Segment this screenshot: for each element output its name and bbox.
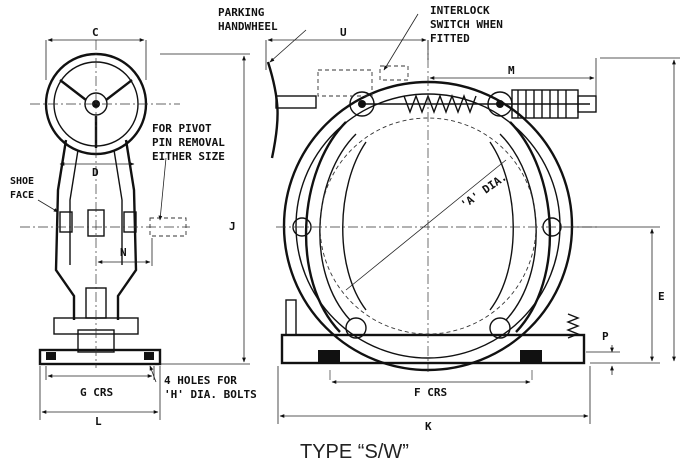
pivot-line3: EITHER SIZE xyxy=(152,150,225,163)
dimension-labels: C U M D J N E P L K G CRS F CRS 'A' DIA.… xyxy=(10,4,665,433)
shoe-face-line1: SHOE xyxy=(10,176,34,187)
label-a-dia: 'A' DIA. xyxy=(458,170,509,211)
label-m: M xyxy=(508,64,515,77)
shoe-face-line2: FACE xyxy=(10,190,34,201)
label-e: E xyxy=(658,290,665,303)
holes-line1: 4 HOLES FOR xyxy=(164,374,237,387)
interlock-line1: INTERLOCK xyxy=(430,4,490,17)
label-k: K xyxy=(425,420,432,433)
label-l: L xyxy=(95,415,102,428)
label-f-crs: F CRS xyxy=(414,386,447,399)
label-g-crs: G CRS xyxy=(80,386,113,399)
front-view xyxy=(266,40,600,380)
label-j: J xyxy=(229,220,236,233)
parking-handwheel-line2: HANDWHEEL xyxy=(218,20,278,33)
holes-line2: 'H' DIA. BOLTS xyxy=(164,388,257,401)
pivot-line2: PIN REMOVAL xyxy=(152,136,225,149)
label-n: N xyxy=(120,246,127,259)
label-c: C xyxy=(92,26,99,39)
label-d: D xyxy=(92,166,99,179)
pivot-line1: FOR PIVOT xyxy=(152,122,212,135)
figure-caption: TYPE “S/W” xyxy=(300,441,409,463)
interlock-line3: FITTED xyxy=(430,32,470,45)
label-p: P xyxy=(602,330,609,343)
side-view xyxy=(20,40,190,368)
parking-handwheel-line1: PARKING xyxy=(218,6,265,19)
dimension-lines xyxy=(37,13,680,424)
label-u: U xyxy=(340,26,347,39)
interlock-line2: SWITCH WHEN xyxy=(430,18,503,31)
